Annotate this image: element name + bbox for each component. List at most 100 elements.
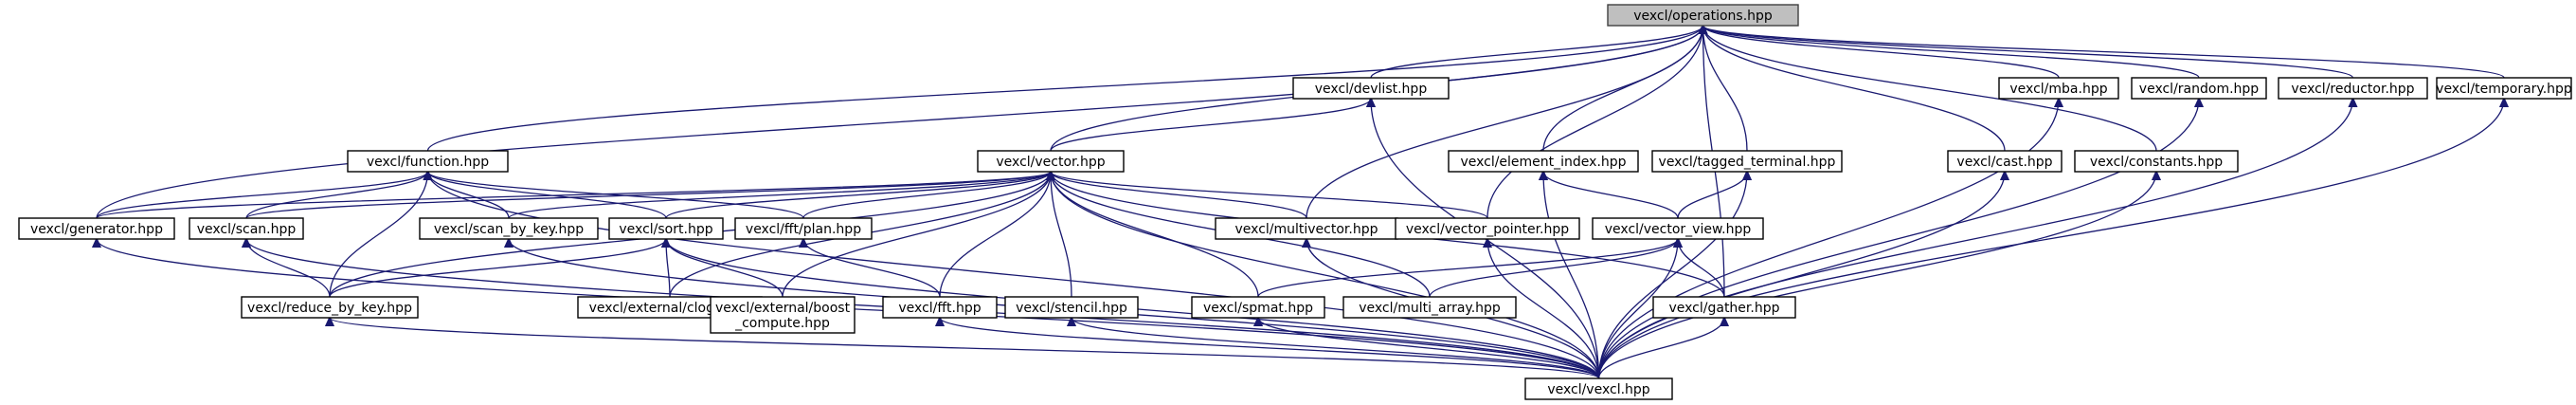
node-generator[interactable]: vexcl/generator.hpp [18, 217, 175, 240]
node-vector-view[interactable]: vexcl/vector_view.hpp [1592, 217, 1764, 240]
edge-reduce_by_key-to-sort [329, 239, 666, 298]
node-tagged-terminal[interactable]: vexcl/tagged_terminal.hpp [1651, 150, 1843, 173]
node-box [1292, 77, 1450, 100]
node-temporary[interactable]: vexcl/temporary.hpp [2436, 77, 2572, 100]
node-multivector[interactable]: vexcl/multivector.hpp [1215, 217, 1398, 240]
edge-multivector-to-operations [1306, 26, 1703, 219]
edge-vexcl-to-temporary [1597, 99, 2505, 379]
node-label: vexcl/function.hpp [367, 155, 489, 170]
edge-spmat-to-vector_view [1257, 239, 1678, 298]
node-box [2436, 77, 2572, 100]
node-scan[interactable]: vexcl/scan.hpp [189, 217, 304, 240]
node-label: vexcl/vector_pointer.hpp [1406, 222, 1569, 237]
node-box [1947, 150, 2063, 173]
edge-gather-to-vector_view [1678, 239, 1725, 298]
edge-generator-to-function [96, 172, 428, 219]
node-label: vexcl/mba.hpp [2009, 82, 2107, 97]
node-label: vexcl/reductor.hpp [2291, 82, 2414, 97]
edge-clogs-to-sort [666, 239, 670, 298]
edge-fft-to-fft_plan [803, 239, 941, 298]
edge-reductor-to-operations [1703, 26, 2354, 79]
node-multi-array[interactable]: vexcl/multi_array.hpp [1342, 296, 1517, 319]
node-box [882, 296, 998, 319]
node-fft-plan[interactable]: vexcl/fft/plan.hpp [734, 217, 873, 240]
edge-vector-to-devlist [1050, 99, 1371, 152]
nodes: vexcl/operations.hpp vexcl/devlist.hpp vex… [18, 4, 2572, 400]
edge-vexcl-to-vector_pointer [1487, 239, 1600, 379]
node-label: vexcl/reduce_by_key.hpp [247, 301, 412, 316]
edge-vexcl-to-vector [1051, 172, 1600, 379]
node-vector-pointer[interactable]: vexcl/vector_pointer.hpp [1395, 217, 1580, 240]
edge-vexcl-to-reductor [1597, 99, 2353, 379]
edge-reduce_by_key-to-function [329, 172, 428, 298]
node-box [1592, 217, 1764, 240]
edge-vexcl-to-gather [1597, 318, 1725, 379]
edge-sort-to-vector [665, 172, 1051, 219]
edge-fft_plan-to-vector [802, 172, 1051, 219]
edge-scan-to-vector [245, 172, 1051, 219]
node-box [419, 217, 599, 240]
node-label: vexcl/generator.hpp [30, 222, 163, 237]
node-box [1524, 377, 1673, 400]
edge-fft-to-vector [939, 172, 1051, 298]
edge-vector_view-to-element_index [1543, 172, 1679, 219]
node-devlist[interactable]: vexcl/devlist.hpp [1292, 77, 1450, 100]
node-vexcl[interactable]: vexcl/vexcl.hpp [1524, 377, 1673, 400]
edge-multi_array-to-vector_view [1429, 239, 1678, 298]
node-boost-compute[interactable]: vexcl/external/boost_compute.hpp [710, 296, 856, 334]
edge-scan_by_key-to-function [428, 172, 510, 219]
node-fft[interactable]: vexcl/fft.hpp [882, 296, 998, 319]
node-reduce-by-key[interactable]: vexcl/reduce_by_key.hpp [241, 296, 419, 319]
edge-vexcl-to-random [1597, 99, 2200, 379]
edge-reduce_by_key-to-scan [246, 239, 331, 298]
node-reductor[interactable]: vexcl/reductor.hpp [2278, 77, 2428, 100]
node-box [2074, 150, 2239, 173]
node-gather[interactable]: vexcl/gather.hpp [1652, 296, 1796, 319]
node-constants[interactable]: vexcl/constants.hpp [2074, 150, 2239, 173]
node-cast[interactable]: vexcl/cast.hpp [1947, 150, 2063, 173]
node-random[interactable]: vexcl/random.hpp [2131, 77, 2267, 100]
node-label: vexcl/external/boost [715, 301, 851, 316]
node-label: vexcl/fft.hpp [898, 301, 981, 316]
node-label: vexcl/multi_array.hpp [1359, 301, 1501, 316]
edge-constants-to-operations [1703, 26, 2157, 152]
edge-vexcl-to-fft [940, 318, 1600, 379]
node-label: vexcl/scan.hpp [197, 222, 297, 237]
node-label: vexcl/vexcl.hpp [1547, 382, 1649, 397]
edge-vexcl-to-reduce_by_key [330, 318, 1600, 379]
node-operations[interactable]: vexcl/operations.hpp [1607, 4, 1799, 27]
edge-sort-to-function [428, 172, 667, 219]
node-stencil[interactable]: vexcl/stencil.hpp [1004, 296, 1139, 319]
node-box [734, 217, 873, 240]
edge-function-to-operations [426, 26, 1703, 152]
node-box [1448, 150, 1639, 173]
edge-tagged_terminal-to-operations [1703, 26, 1748, 152]
node-mba[interactable]: vexcl/mba.hpp [1998, 77, 2119, 100]
node-vector[interactable]: vexcl/vector.hpp [977, 150, 1125, 173]
edge-generator-to-vector [96, 172, 1051, 219]
node-box [189, 217, 304, 240]
edge-vexcl-to-cast [1597, 172, 2006, 379]
node-sort[interactable]: vexcl/sort.hpp [608, 217, 724, 240]
node-label: vexcl/temporary.hpp [2436, 82, 2572, 97]
node-box [347, 150, 509, 173]
edge-vector_pointer-to-vector [1051, 172, 1488, 219]
node-scan-by-key[interactable]: vexcl/scan_by_key.hpp [419, 217, 599, 240]
edge-vexcl-to-stencil [1072, 318, 1600, 379]
node-box [1651, 150, 1843, 173]
node-box [1998, 77, 2119, 100]
node-element-index[interactable]: vexcl/element_index.hpp [1448, 150, 1639, 173]
edge-multivector-to-vector [1051, 172, 1307, 219]
node-spmat[interactable]: vexcl/spmat.hpp [1191, 296, 1325, 319]
node-function[interactable]: vexcl/function.hpp [347, 150, 509, 173]
node-label: vexcl/fft/plan.hpp [746, 222, 861, 237]
node-box [2131, 77, 2267, 100]
edge-temporary-to-operations [1703, 26, 2505, 79]
edge-vector_pointer-to-operations [1486, 26, 1703, 219]
edge-vexcl-to-spmat [1258, 318, 1600, 379]
node-label: _compute.hpp [734, 316, 830, 331]
node-box [1004, 296, 1139, 319]
node-box [241, 296, 419, 319]
node-label: vexcl/devlist.hpp [1315, 82, 1428, 97]
